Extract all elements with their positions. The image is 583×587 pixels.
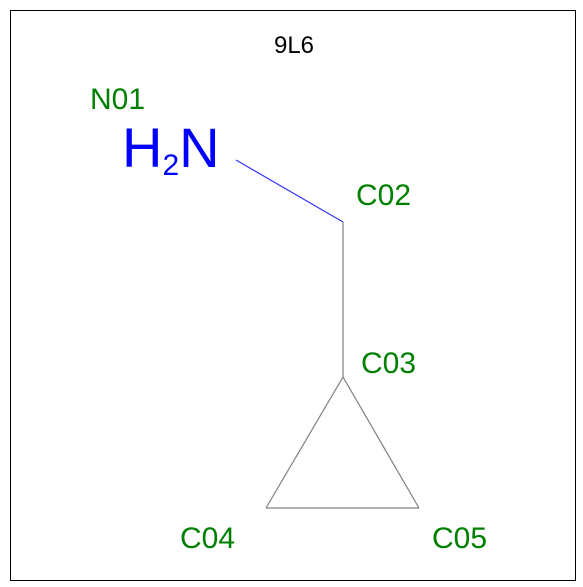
diagram-border	[10, 10, 576, 581]
nitrogen-symbol: H2N	[122, 116, 220, 182]
atom-label-c02: C02	[356, 179, 411, 212]
atom-label-n01: N01	[90, 83, 145, 116]
bond-c05-c03	[342, 376, 420, 509]
bond-n01-c02	[235, 159, 344, 223]
molecule-title: 9L6	[274, 32, 314, 59]
bond-c03-c04	[265, 376, 344, 509]
nitrogen-symbol-subscript: 2	[162, 149, 179, 182]
atom-label-c03: C03	[361, 347, 416, 380]
atom-label-c05: C05	[432, 522, 487, 555]
nitrogen-symbol-h: H	[122, 116, 162, 179]
atom-label-c04: C04	[180, 522, 235, 555]
nitrogen-symbol-n: N	[179, 116, 219, 179]
bonds-group	[235, 159, 420, 509]
